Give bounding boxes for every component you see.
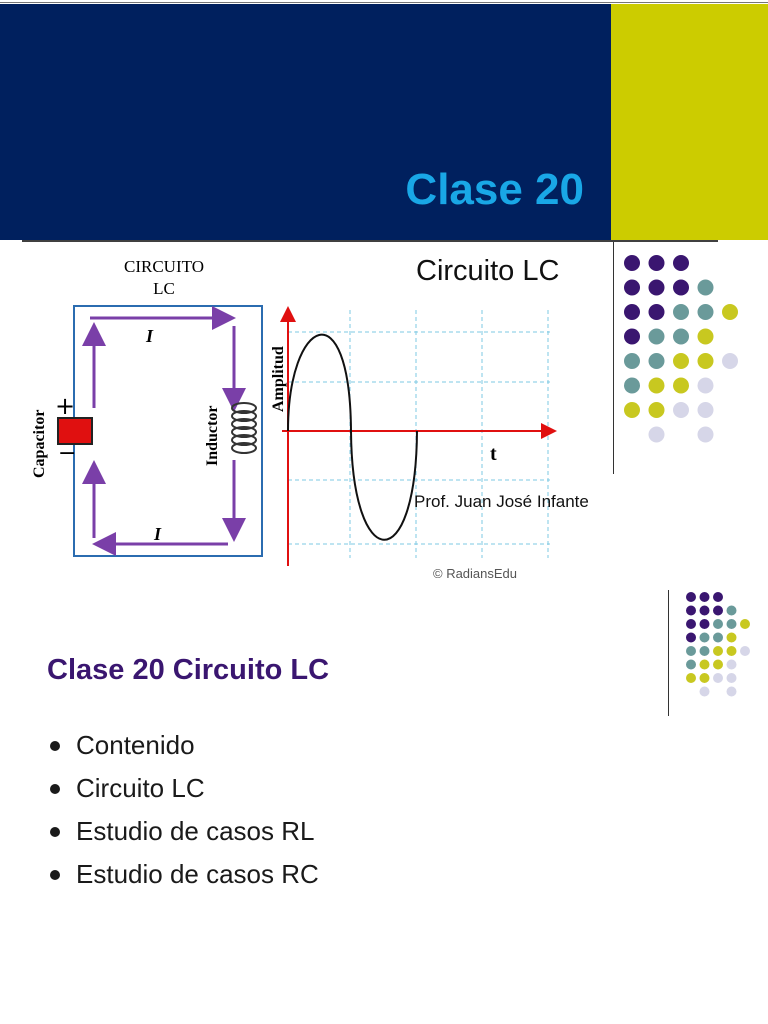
bullet-icon [50,827,60,837]
decorative-dot [726,632,737,643]
decorative-dot [648,328,665,345]
inductor-coil-icon [231,402,257,454]
content-heading: Clase 20 Circuito LC [47,654,330,686]
decorative-dot [673,255,689,271]
decorative-dot [648,304,665,320]
decorative-dot [726,605,737,616]
decorative-dot [726,659,737,670]
decorative-dot [697,426,714,443]
decorative-dot [697,279,714,296]
decorative-dot [648,377,665,394]
decorative-dot [697,353,714,369]
decorative-dot [713,619,723,629]
decorative-dot [673,279,689,296]
decorative-dot [713,673,723,683]
decorative-dot [740,619,750,629]
decorative-dot [699,686,710,697]
decorative-dot [648,402,665,418]
decorative-dot [624,255,640,271]
list-item: Contenido [47,724,319,767]
bullet-icon [50,870,60,880]
decorative-dot [699,619,710,629]
capacitor-label: Capacitor [31,410,48,478]
decorative-dot [713,632,723,643]
bullet-list: Contenido Circuito LC Estudio de casos R… [47,724,319,896]
divider-line [613,242,614,474]
decorative-dot [697,304,714,320]
decorative-dot [713,646,723,656]
plus-sign: + [55,392,75,420]
lc-circuit-diagram: CIRCUITO LC I I + − Capacitor Inductor C… [31,255,589,578]
decorative-dot [624,353,640,369]
decorative-dot [686,659,696,670]
decorative-dot [673,377,689,394]
slide-title: Clase 20 [405,165,584,214]
divider-line-small [668,590,669,716]
decorative-dot [686,605,696,616]
list-item: Estudio de casos RC [47,853,319,896]
decorative-dot [686,673,696,683]
decorative-dot [713,605,723,616]
inductor-label: Inductor [204,406,221,466]
decorative-dot [699,646,710,656]
band-divider [22,240,718,242]
title-band [0,4,611,240]
decorative-dot [713,659,723,670]
decorative-dot [686,646,696,656]
sine-wave [287,333,418,541]
bullet-icon [50,741,60,751]
decorative-dot [648,255,665,271]
circuit-title-line1: CIRCUITO [124,257,204,276]
decorative-dot [648,279,665,296]
decorative-dot [673,402,689,418]
decorative-dot [686,619,696,629]
decorative-dot [697,328,714,345]
bullet-icon [50,784,60,794]
decorative-dot [726,619,737,629]
author-credit: Prof. Juan José Infante [414,492,589,511]
accent-block [611,4,768,240]
decorative-dot-grid [624,255,738,443]
current-label-top: I [145,326,154,346]
decorative-dot [740,646,750,656]
list-item: Circuito LC [47,767,319,810]
decorative-dot [624,304,640,320]
decorative-dot [686,592,696,602]
panel-title: Circuito LC [416,255,559,287]
decorative-dot [686,632,696,643]
decorative-dot [624,328,640,345]
decorative-dot-grid-small [686,592,750,697]
decorative-dot [726,673,737,683]
circuit-title-line2: LC [153,279,175,298]
watermark: © RadiansEdu [433,566,517,578]
decorative-dot [624,377,640,394]
decorative-dot [722,353,738,369]
decorative-dot [648,426,665,443]
decorative-dot [624,402,640,418]
decorative-dot [699,673,710,683]
current-label-bottom: I [153,524,162,544]
amplitude-label: Amplitud [270,346,287,412]
decorative-dot [697,402,714,418]
decorative-dot [648,353,665,369]
decorative-dot [673,328,689,345]
decorative-dot [722,304,738,320]
decorative-dot [624,279,640,296]
decorative-dot [726,646,737,656]
decorative-dot [713,592,723,602]
top-rule [0,2,768,3]
plot-grid [288,310,550,558]
decorative-dot [697,377,714,394]
decorative-dot [673,304,689,320]
decorative-dot [673,353,689,369]
decorative-dot [699,605,710,616]
decorative-dot [699,659,710,670]
decorative-dot [699,632,710,643]
minus-sign: − [58,441,76,466]
time-label: t [490,443,497,465]
list-item: Estudio de casos RL [47,810,319,853]
capacitor-icon [57,417,93,445]
decorative-dot [726,686,737,697]
decorative-dot [699,592,710,602]
